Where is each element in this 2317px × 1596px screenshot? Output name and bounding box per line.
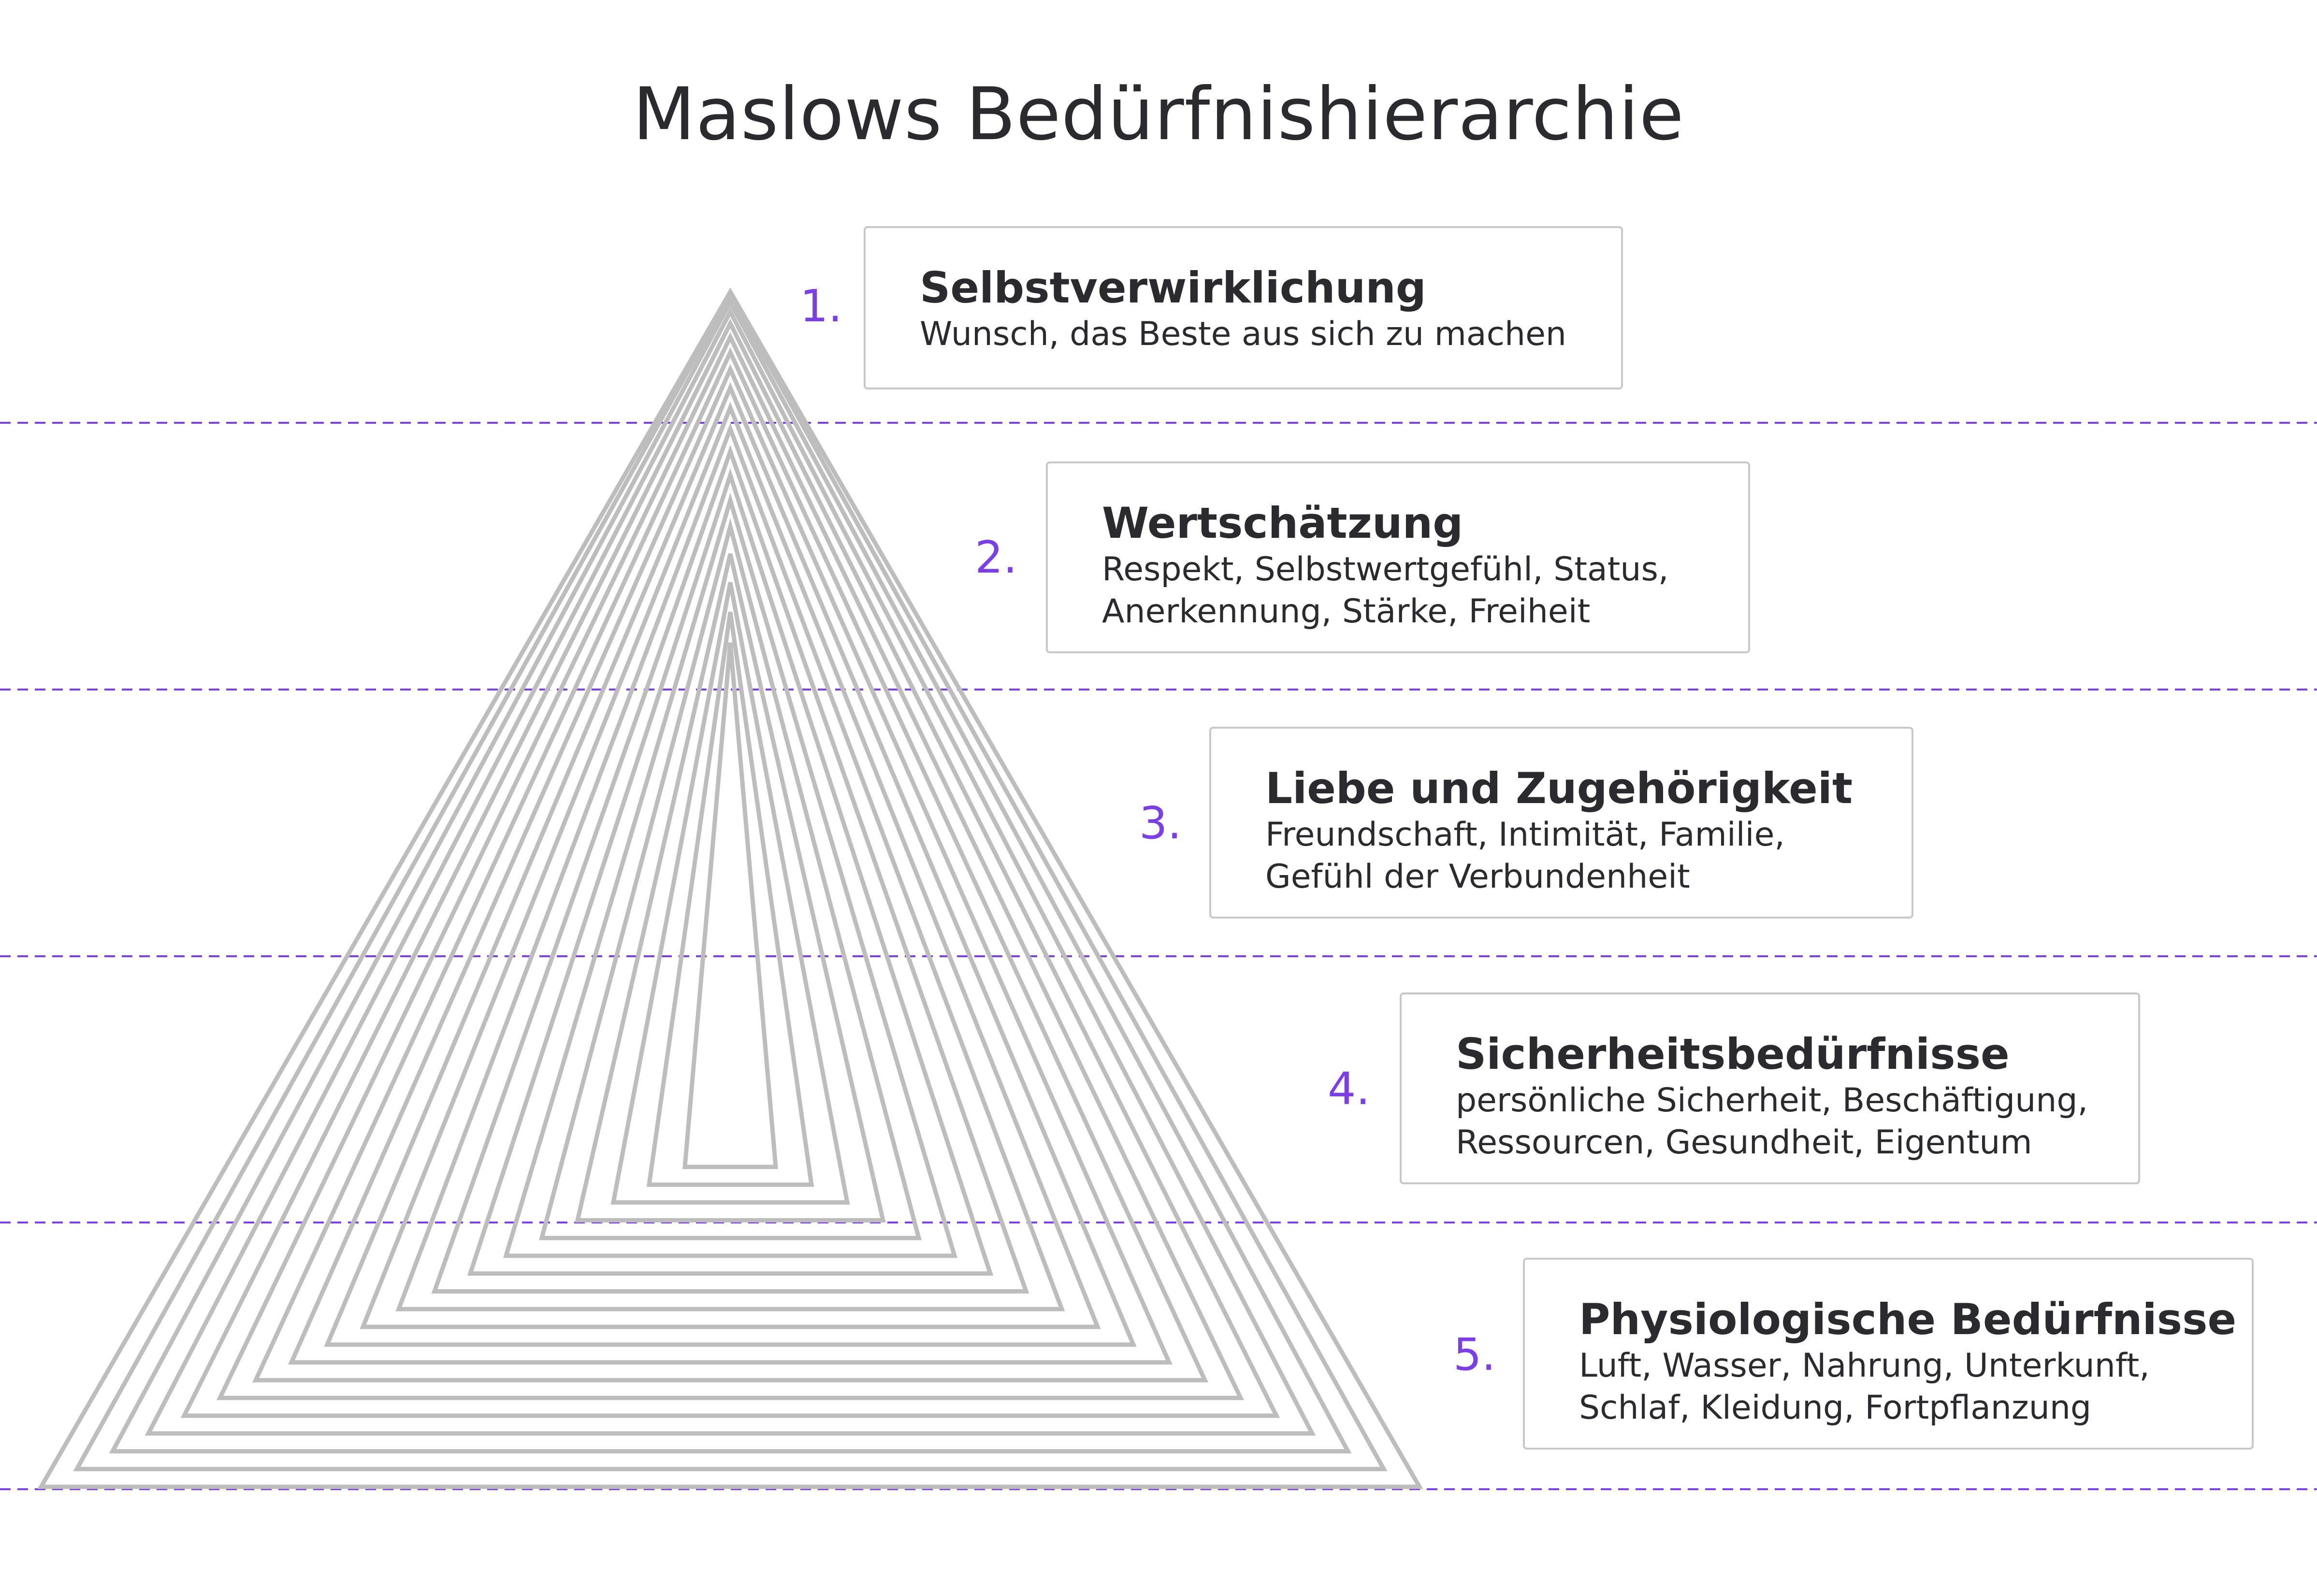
level-box-4: Sicherheitsbedürfnisse persönliche Siche… — [1400, 992, 2140, 1184]
pyramid-outline-triangle — [431, 445, 1029, 1294]
level-desc-2-line-1: Respekt, Selbstwertgefühl, Status, — [1102, 550, 1669, 589]
page-title: Maslows Bedürfnishierarchie — [633, 72, 1684, 157]
level-box-1: Selbstverwirklichung Wunsch, das Beste a… — [864, 226, 1623, 389]
pyramid-outline-triangle — [360, 402, 1101, 1329]
level-desc-5-line-1: Luft, Wasser, Nahrung, Unterkunft, — [1579, 1347, 2150, 1385]
pyramid-outline-triangle — [682, 642, 778, 1169]
level-number-2: 2. — [975, 532, 1017, 583]
level-desc-5-line-2: Schlaf, Kleidung, Fortpflanzung — [1579, 1389, 2092, 1427]
level-heading-3: Liebe und Zugehörigkeit — [1265, 763, 1853, 813]
pyramid-outline-triangle — [288, 364, 1173, 1365]
pyramid-outline-triangle — [610, 582, 850, 1205]
level-desc-4-line-2: Ressourcen, Gesundheit, Eigentum — [1456, 1123, 2032, 1162]
level-number-1: 1. — [800, 280, 842, 332]
pyramid-outline-triangle — [575, 553, 886, 1222]
level-desc-4-line-1: persönliche Sicherheit, Beschäftigung, — [1456, 1081, 2088, 1120]
pyramid-outline-triangle — [252, 347, 1209, 1382]
level-desc-3-line-1: Freundschaft, Intimität, Familie, — [1265, 816, 1785, 854]
pyramid-outline-triangle — [324, 382, 1137, 1347]
level-desc-2-line-2: Anerkennung, Stärke, Freiheit — [1102, 592, 1591, 631]
level-heading-1: Selbstverwirklichung — [920, 263, 1426, 313]
pyramid-outline-triangle — [216, 332, 1245, 1400]
level-desc-3-line-2: Gefühl der Verbundenheit — [1265, 858, 1690, 896]
level-heading-4: Sicherheitsbedürfnisse — [1456, 1029, 2010, 1079]
level-box-5: Physiologische Bedürfnisse Luft, Wasser,… — [1523, 1258, 2254, 1450]
level-number-3: 3. — [1139, 797, 1182, 849]
pyramid-outline-triangle — [395, 422, 1065, 1311]
pyramid-outline-triangle — [539, 518, 922, 1240]
pyramid-outline-triangle — [503, 492, 958, 1258]
pyramid-outline-triangle — [145, 307, 1316, 1436]
pyramid-outline-triangle — [180, 318, 1280, 1418]
pyramid-outline-triangle — [37, 287, 1423, 1489]
level-heading-2: Wertschätzung — [1102, 498, 1463, 548]
pyramid-outline-triangle — [467, 468, 994, 1276]
level-number-5: 5. — [1453, 1329, 1496, 1380]
pyramid-outline-triangle — [646, 611, 814, 1187]
level-box-3: Liebe und Zugehörigkeit Freundschaft, In… — [1209, 727, 1913, 919]
level-box-2: Wertschätzung Respekt, Selbstwertgefühl,… — [1046, 461, 1750, 653]
pyramid-outline-triangle — [73, 290, 1388, 1471]
level-heading-5: Physiologische Bedürfnisse — [1579, 1294, 2237, 1344]
pyramid-outline-triangle — [109, 298, 1352, 1453]
level-desc-1-line-1: Wunsch, das Beste aus sich zu machen — [920, 315, 1567, 353]
level-number-4: 4. — [1328, 1063, 1370, 1115]
